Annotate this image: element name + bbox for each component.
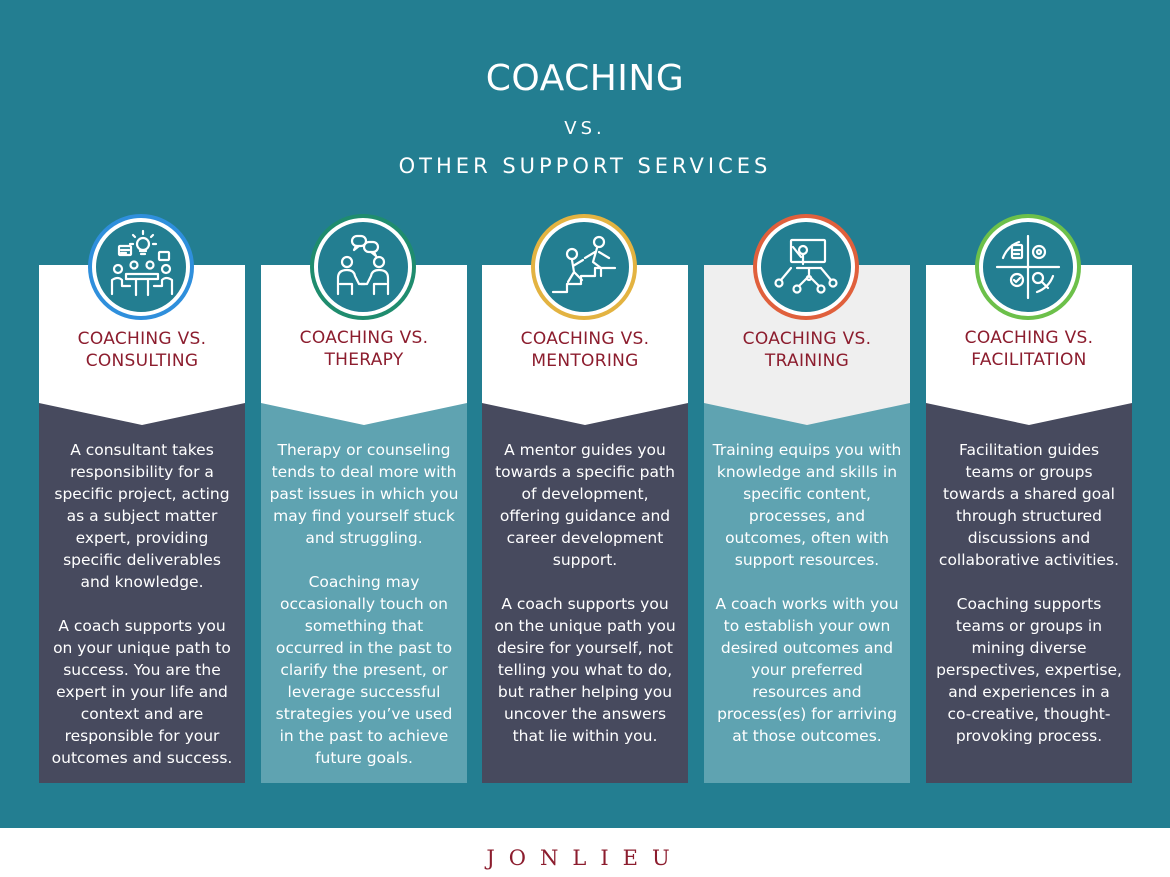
meeting-icon <box>92 218 190 316</box>
page-title: COACHING <box>485 58 685 99</box>
card-heading-line2: THERAPY <box>324 350 404 370</box>
card-heading-line2: FACILITATION <box>971 350 1087 370</box>
card-paragraph: Facilitation guides teams or groups towa… <box>938 441 1120 569</box>
card-consulting: COACHING VS. CONSULTING A consultant tak… <box>39 218 245 783</box>
brand-logo: JONLIEU <box>486 846 684 870</box>
card-heading-line1: COACHING VS. <box>77 329 207 349</box>
card-paragraph: Therapy or counseling tends to deal more… <box>269 441 459 547</box>
card-paragraph: A coach supports you on the unique path … <box>494 595 676 745</box>
card-heading: COACHING VS. FACILITATION <box>926 327 1132 371</box>
card-heading: COACHING VS. MENTORING <box>482 328 688 372</box>
page-title-vs: VS. <box>564 118 606 139</box>
card-paragraph: A consultant takes responsibility for a … <box>54 441 230 591</box>
card-therapy: COACHING VS. THERAPY Therapy or counseli… <box>261 218 467 783</box>
card-heading-line1: COACHING VS. <box>964 328 1094 348</box>
card-body: A mentor guides you towards a specific p… <box>482 403 688 783</box>
card-paragraph: Coaching supports teams or groups in min… <box>936 595 1122 745</box>
helping-hand-icon <box>535 218 633 316</box>
card-heading-line1: COACHING VS. <box>520 329 650 349</box>
card-heading-line2: MENTORING <box>531 351 639 371</box>
page-subtitle: OTHER SUPPORT SERVICES <box>398 154 772 178</box>
card-paragraph: Training equips you with knowledge and s… <box>712 441 902 569</box>
card-training: COACHING VS. TRAINING Training equips yo… <box>704 218 910 783</box>
trainer-icon <box>757 218 855 316</box>
card-mentoring: COACHING VS. MENTORING A mentor guides y… <box>482 218 688 783</box>
card-paragraph: Coaching may occasionally touch on somet… <box>275 573 453 767</box>
conversation-icon <box>314 218 412 316</box>
card-heading-line1: COACHING VS. <box>299 328 429 348</box>
card-heading-line2: CONSULTING <box>85 351 199 371</box>
process-cycle-icon <box>979 218 1077 316</box>
card-paragraph: A coach works with you to establish your… <box>715 595 899 745</box>
card-facilitation: COACHING VS. FACILITATION Facilitation g… <box>926 218 1132 783</box>
card-body: Facilitation guides teams or groups towa… <box>926 403 1132 783</box>
card-heading-line2: TRAINING <box>764 351 850 371</box>
card-heading: COACHING VS. THERAPY <box>261 327 467 371</box>
card-paragraph: A coach supports you on your unique path… <box>51 617 233 767</box>
card-body: Therapy or counseling tends to deal more… <box>261 403 467 783</box>
card-body: Training equips you with knowledge and s… <box>704 403 910 783</box>
card-heading-line1: COACHING VS. <box>742 329 872 349</box>
card-paragraph: A mentor guides you towards a specific p… <box>495 441 675 569</box>
card-heading: COACHING VS. TRAINING <box>704 328 910 372</box>
card-heading: COACHING VS. CONSULTING <box>39 328 245 372</box>
card-body: A consultant takes responsibility for a … <box>39 403 245 783</box>
